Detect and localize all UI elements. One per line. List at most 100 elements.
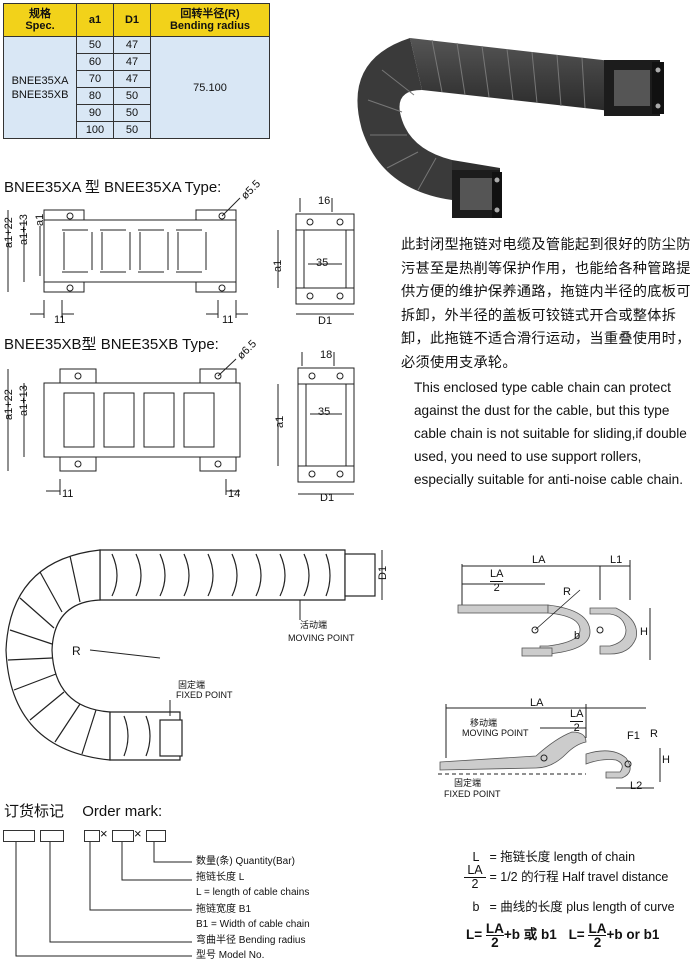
travel-diagram-1	[457, 560, 651, 660]
t1-la-frac: LA 2	[490, 568, 504, 595]
legend-l-text: = 拖链长度 length of chain	[489, 850, 636, 864]
t1-la-frac-bot: 2	[493, 582, 500, 594]
t1-l1: L1	[610, 554, 623, 566]
t1-r: R	[563, 586, 571, 598]
header-a1: a1	[76, 3, 114, 37]
legend-b-symbol: b	[472, 900, 480, 914]
formula-1-frac: LA 2	[485, 921, 504, 950]
xb-dim-a1-13: a1+13	[18, 385, 30, 416]
order-box-length	[112, 830, 134, 842]
t1-h: H	[640, 626, 648, 638]
t2-la-frac-bot: 2	[573, 722, 580, 734]
xb-title: BNEE35XB型 BNEE35XB Type:	[4, 336, 219, 353]
chain-moving-en: MOVING POINT	[288, 633, 355, 643]
order-item-model: 型号 Model No.	[196, 950, 265, 961]
t2-la-half: LA 2	[570, 708, 584, 735]
xb-dim-a1-22: a1+22	[3, 389, 15, 420]
t2-r: R	[650, 728, 658, 740]
formula-2-frac: LA 2	[588, 921, 607, 950]
t2-moving-en: MOVING POINT	[462, 728, 529, 738]
cell-a1: 100	[76, 121, 114, 139]
header-spec: 规格 Spec.	[3, 3, 77, 37]
formula-2-top: LA	[588, 921, 607, 936]
order-title: 订货标记 Order mark:	[4, 800, 162, 821]
cell-radius: 75.100	[150, 36, 270, 139]
cell-d1: 50	[113, 121, 151, 139]
t1-la-half: LA 2	[490, 568, 504, 595]
order-box-width	[84, 830, 100, 842]
t2-h: H	[662, 754, 670, 766]
xa-end-a1: a1	[272, 259, 284, 272]
cell-a1: 90	[76, 104, 114, 122]
model-xa: BNEE35XA	[11, 74, 69, 87]
legend-formula: L= LA 2 +b 或 b1 L= LA 2 +b or b1	[466, 921, 660, 950]
chain-moving-cn: 活动端	[300, 620, 328, 630]
xb-dim-right: 14	[228, 488, 241, 500]
chain-fixed-en: FIXED POINT	[176, 690, 233, 700]
order-item-quantity: 数量(条) Quantity(Bar)	[196, 856, 295, 867]
cell-d1: 50	[113, 104, 151, 122]
xa-dim-35: 35	[316, 257, 329, 269]
xa-dim-d1: D1	[318, 315, 333, 327]
legend-la-top: LA	[464, 864, 486, 878]
xb-dim-18: 18	[320, 349, 333, 361]
description-cn: 此封闭型拖链对电缆及管能起到很好的防尘防污甚至是热削等保护作用，也能给各种管路提…	[401, 237, 691, 371]
legend-b-text: = 曲线的长度 plus length of curve	[489, 900, 675, 914]
order-title-cn: 订货标记	[4, 803, 65, 820]
xb-end-drawing	[277, 352, 355, 495]
order-item-length: 拖链长度 L	[196, 872, 245, 883]
formula-1-top: LA	[485, 921, 504, 936]
chain-fixed-cn: 固定端	[178, 680, 206, 690]
order-box-model	[3, 830, 35, 842]
t2-la-frac-top: LA	[570, 708, 584, 722]
order-item-width: 拖链宽度 B1	[196, 904, 252, 915]
travel-diagram-2	[438, 704, 661, 789]
xa-title: BNEE35XA 型 BNEE35XA Type:	[4, 179, 222, 196]
xa-dim-16: 16	[318, 195, 331, 207]
order-item-width-def: B1 = Width of cable chain	[196, 919, 310, 930]
header-radius-en: Bending radius	[169, 20, 251, 32]
cell-a1: 50	[76, 36, 114, 54]
t2-la-frac: LA 2	[570, 708, 584, 735]
order-sep-1: ×	[100, 826, 108, 841]
cable-chain-photo	[357, 38, 664, 218]
formula-2-suffix: +b or b1	[606, 927, 660, 943]
spec-table: 规格 Spec. a1 D1 回转半径(R) Bending radius BN…	[3, 3, 270, 139]
cell-a1: 80	[76, 87, 114, 105]
legend-b: b = 曲线的长度 plus length of curve	[466, 896, 675, 915]
cell-d1: 47	[113, 36, 151, 54]
xa-dim-right: 11	[222, 314, 234, 326]
model-xb: BNEE35XB	[11, 88, 69, 101]
legend-l-symbol: L	[472, 850, 480, 864]
formula-1-prefix: L=	[466, 927, 483, 943]
t2-f1: F1	[627, 730, 640, 742]
cell-a1: 70	[76, 70, 114, 88]
t2-fixed-cn: 固定端	[454, 778, 482, 788]
xa-side-drawing	[7, 197, 248, 318]
t2-moving-cn: 移动端	[470, 718, 498, 728]
header-spec-en: Spec.	[25, 20, 55, 32]
formula-2-bot: 2	[593, 935, 602, 950]
legend-la-bot: 2	[471, 877, 479, 891]
order-box-radius	[40, 830, 64, 842]
legend-la-frac: LA 2	[464, 864, 486, 891]
xa-dim-a1: a1	[34, 213, 46, 226]
header-spec-cn: 规格	[29, 8, 51, 20]
xa-end-drawing	[277, 198, 355, 315]
t1-b: b	[574, 630, 581, 642]
chain-bend-drawing	[5, 549, 383, 761]
chain-radius-label: R	[72, 644, 81, 658]
t2-la: LA	[530, 697, 544, 709]
order-item-length-def: L = length of cable chains	[196, 887, 310, 898]
formula-1-bot: 2	[491, 935, 499, 950]
order-sep-2: ×	[134, 826, 142, 841]
cell-d1: 47	[113, 53, 151, 71]
xb-dim-d1: D1	[320, 492, 335, 504]
order-box-quantity	[146, 830, 166, 842]
legend-la-text: = 1/2 的行程 Half travel distance	[489, 869, 669, 884]
header-d1: D1	[113, 3, 151, 37]
xb-dim-35: 35	[318, 406, 331, 418]
cell-d1: 50	[113, 87, 151, 105]
xb-dim-left: 11	[62, 488, 74, 500]
xa-dim-a1-13: a1+13	[18, 214, 30, 245]
